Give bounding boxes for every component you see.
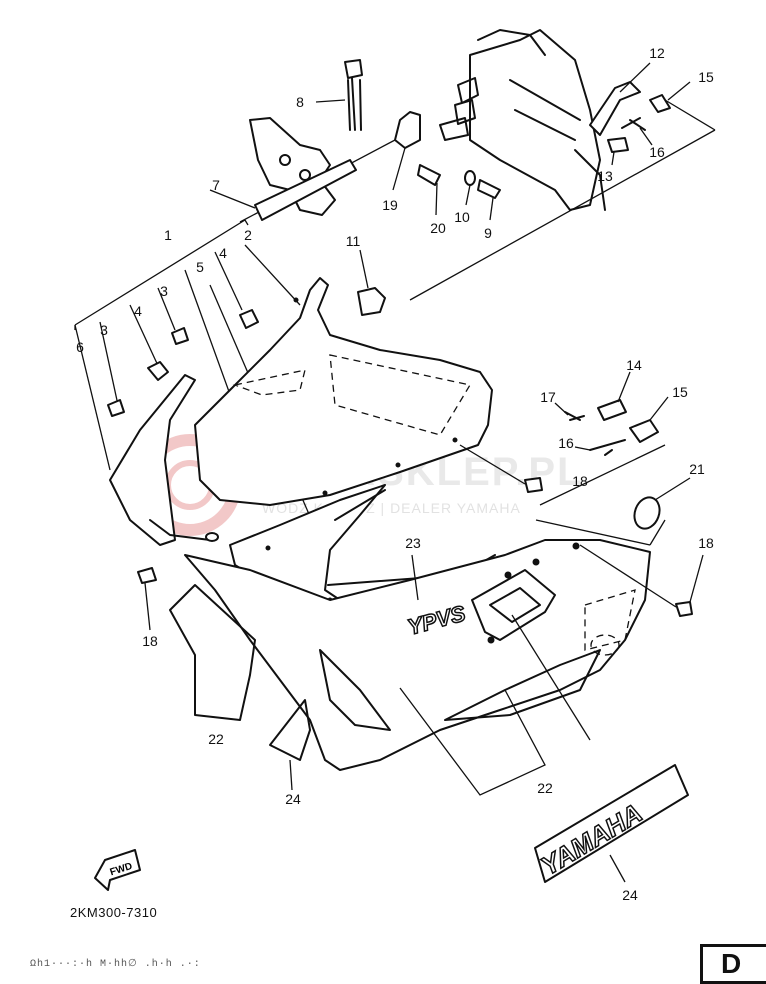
callout-c20: 20 (430, 220, 446, 236)
fwd-arrow-icon: FWD (94, 849, 141, 891)
callout-c18a: 18 (572, 473, 588, 489)
lower-cowling (184, 539, 651, 771)
parts-14-17 (535, 371, 669, 546)
callout-c12: 12 (649, 45, 665, 61)
callout-c10: 10 (454, 209, 470, 225)
diagram-code: 2KM300-7310 (70, 905, 158, 920)
callout-c8: 8 (296, 94, 304, 110)
callout-c13: 13 (597, 168, 613, 184)
part-21-grommet (633, 477, 691, 530)
parts-12-16 (589, 62, 691, 166)
watermark-sub: WODZ KOWICZ | DEALER YAMAHA (262, 500, 521, 516)
decal-24-panel (269, 699, 311, 791)
callout-c15a: 15 (698, 69, 714, 85)
callout-c21: 21 (689, 461, 705, 477)
callout-c18c: 18 (142, 633, 158, 649)
corner-label: D (700, 944, 766, 984)
part-8-bolt (315, 59, 363, 131)
bolt-18-right (579, 544, 704, 617)
callout-c22a: 22 (208, 731, 224, 747)
callout-c3b: 3 (160, 283, 168, 299)
callout-c3a: 3 (100, 322, 108, 338)
callout-c4a: 4 (134, 303, 142, 319)
callout-c6: 6 (76, 339, 84, 355)
callout-c23: 23 (405, 535, 421, 551)
frame-headstock (439, 29, 606, 211)
callout-c24a: 24 (285, 791, 301, 807)
decal-22-left (169, 584, 256, 721)
callout-c1: 1 (164, 227, 172, 243)
callout-c5: 5 (196, 259, 204, 275)
callout-c11: 11 (346, 233, 361, 249)
bolt-18-mid (459, 444, 543, 493)
callout-c9: 9 (484, 225, 492, 241)
callout-c16b: 16 (558, 435, 574, 451)
callout-c19: 19 (382, 197, 398, 213)
screws-3-4 (107, 309, 259, 417)
bolt-18-left (137, 567, 157, 631)
side-cowl-left (109, 374, 219, 546)
part-7-stay (209, 117, 357, 221)
callout-c16a: 16 (649, 144, 665, 160)
callout-c4b: 4 (219, 245, 227, 261)
callout-c2: 2 (244, 227, 252, 243)
callout-c15b: 15 (672, 384, 688, 400)
yamaha-decal: YAMAHA (534, 764, 689, 883)
bolts-20-10-9 (417, 164, 501, 221)
callout-c22b: 22 (537, 780, 553, 796)
callout-c7: 7 (212, 177, 220, 193)
callout-c24b: 24 (622, 887, 638, 903)
callout-c18b: 18 (698, 535, 714, 551)
part-19-bracket (392, 111, 421, 191)
callout-c14: 14 (626, 357, 642, 373)
callout-c17: 17 (540, 389, 556, 405)
footer-text: Ωh1···:·h M·hh∅ .h·h .·: (30, 959, 201, 970)
part-11-clip (357, 249, 386, 316)
